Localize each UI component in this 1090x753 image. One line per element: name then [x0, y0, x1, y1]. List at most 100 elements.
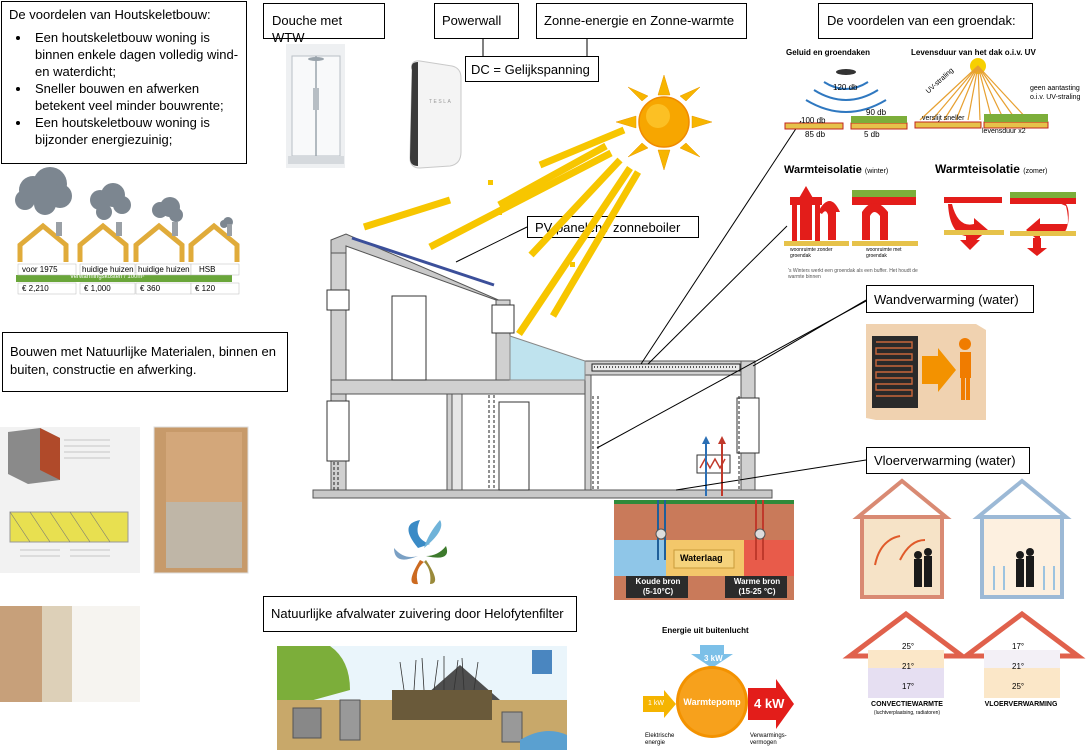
- heat-pump-diagram: [643, 645, 794, 738]
- vloerverwarming-label-text: Vloerverwarming (water): [874, 453, 1016, 468]
- material-photo-texture: [0, 606, 140, 702]
- right-temp-mid: 21°: [1012, 662, 1025, 671]
- warme-bron-label: Warme bron (15-25 °C): [728, 577, 786, 597]
- winter-title: Warmteisolatie (winter): [784, 164, 888, 176]
- right-temp-top: 17°: [1012, 642, 1025, 651]
- house-cost-4: € 120: [195, 284, 216, 293]
- powerwall-label-text: Powerwall: [442, 13, 502, 28]
- zomer-title: Warmteisolatie (zomer): [935, 162, 1047, 176]
- convectie-sub: (luchtverplaatsing, radiatoren): [873, 710, 941, 716]
- db-top: 120 db: [833, 83, 858, 92]
- douche-label-text: Douche met WTW: [272, 13, 343, 45]
- levensduur-title: Levensduur van het dak o.i.v. UV: [911, 48, 1036, 57]
- db-left-bottom: 85 db: [805, 130, 826, 139]
- output-kw-label: 4 kW: [754, 696, 785, 711]
- shower-photo: [286, 44, 345, 168]
- house-cost-3: € 360: [140, 284, 161, 293]
- dc-connector-lines: [482, 39, 588, 56]
- elements-logo-icon: [394, 520, 448, 585]
- db-right-bottom: 5 db: [864, 130, 880, 139]
- pv-panel: [351, 236, 495, 287]
- left-temp-mid: 21°: [902, 662, 915, 671]
- house-label-1: voor 1975: [22, 265, 58, 274]
- elec-energie-label: Elektrische energie: [645, 733, 675, 746]
- db-left-top: 100 db: [801, 116, 826, 125]
- winter-sub: (winter): [864, 168, 889, 175]
- house-cost-2: € 1,000: [84, 284, 111, 293]
- house-cost-1: € 2,210: [22, 284, 49, 293]
- convectie-title: CONVECTIEWARMTE: [871, 701, 943, 708]
- wall-heating-lines: [333, 395, 740, 490]
- elec-kw-label: 1 kW: [648, 700, 664, 707]
- houses-cost-diagram: [15, 167, 240, 295]
- geluid-title: Geluid en groendaken: [786, 48, 871, 57]
- geen-aantasting-label: geen aantasting o.i.v. UV-straling: [1030, 85, 1081, 101]
- helofyten-label: Natuurlijke afvalwater zuivering door He…: [263, 596, 577, 632]
- groendak-label: De voordelen van een groendak:: [818, 3, 1033, 39]
- warmtepomp-center-label: Warmtepomp: [683, 697, 741, 707]
- verwarmingsvermogen-label: Verwarmings-vermogen: [750, 733, 787, 746]
- houtskelet-title: De voordelen van Houtskeletbouw:: [9, 7, 211, 22]
- zonne-label-text: Zonne-energie en Zonne-warmte: [544, 13, 735, 28]
- koude-bron-label: Koude bron (5-10°C): [630, 577, 686, 597]
- koude-bron-temp: (5-10°C): [642, 587, 674, 596]
- vloerverwarming-label: Vloerverwarming (water): [866, 447, 1030, 474]
- dc-label-text: DC = Gelijkspanning: [471, 62, 590, 77]
- dc-label: DC = Gelijkspanning: [465, 56, 599, 82]
- houtskelet-item: Een houtskeletbouw woning is bijzonder e…: [31, 114, 239, 148]
- db-right-top: 90 db: [866, 108, 887, 117]
- green-roof-strip: [591, 363, 741, 372]
- douche-label: Douche met WTW: [263, 3, 385, 45]
- material-photo-insulation: [0, 427, 140, 573]
- met-label: woonruimte met groendak: [866, 247, 902, 259]
- levensduur-x2-label: levensduur x2: [982, 128, 1026, 135]
- helofyten-label-text: Natuurlijke afvalwater zuivering door He…: [271, 606, 564, 621]
- warme-bron-temp: (15-25 °C): [738, 587, 776, 596]
- green-roof-panel: [784, 58, 1076, 256]
- powerwall-label: Powerwall: [434, 3, 519, 39]
- helophyte-filter-diagram: [277, 646, 567, 750]
- wall-heating-photo: [866, 324, 986, 420]
- input-kw-label: 3 kW: [704, 654, 723, 663]
- material-photo-plaster: [153, 426, 249, 574]
- ground-source-diagram: [614, 500, 794, 600]
- winter-title-text: Warmteisolatie: [784, 164, 862, 176]
- zomer-sub: (zomer): [1023, 168, 1048, 175]
- natuurlijke-label-text: Bouwen met Natuurlijke Materialen, binne…: [10, 344, 276, 377]
- left-temp-bottom: 17°: [902, 682, 915, 691]
- wandverwarming-label: Wandverwarming (water): [866, 285, 1034, 313]
- verslijt-label: verslijt sneller: [922, 115, 965, 122]
- pointer-lines: [455, 120, 867, 491]
- house-bar-label: Verwarmingskosten / 100m²: [70, 274, 145, 280]
- warme-bron-text: Warme bron: [733, 577, 781, 586]
- zonder-label: woonruimte zonder groendak: [790, 247, 833, 259]
- houtskelet-list: Een houtskeletbouw woning is binnen enke…: [9, 29, 239, 148]
- sun-icon: [615, 74, 713, 171]
- buffer-label: 's Winters werkt een groendak als een bu…: [788, 268, 918, 280]
- zonne-label: Zonne-energie en Zonne-warmte: [536, 3, 747, 39]
- houtskelet-box: De voordelen van Houtskeletbouw: Een hou…: [1, 1, 247, 164]
- natuurlijke-label: Bouwen met Natuurlijke Materialen, binne…: [2, 332, 288, 392]
- right-temp-bottom: 25°: [1012, 682, 1025, 691]
- house-label-2: huidige huizen: [82, 265, 134, 274]
- powerwall-unit: TESLA: [409, 60, 462, 169]
- left-temp-top: 25°: [902, 642, 915, 651]
- svg-text:TESLA: TESLA: [429, 99, 452, 105]
- groendak-label-text: De voordelen van een groendak:: [827, 13, 1016, 28]
- waterlaag-label: Waterlaag: [680, 553, 723, 563]
- house-label-4: HSB: [199, 265, 216, 274]
- houtskelet-item: Sneller bouwen en afwerken betekent veel…: [31, 80, 239, 114]
- zomer-title-text: Warmteisolatie: [935, 162, 1020, 176]
- sun-rays: [362, 126, 642, 336]
- wandverwarming-label-text: Wandverwarming (water): [874, 292, 1019, 307]
- vloerverwarming-title: VLOERVERWARMING: [984, 701, 1058, 708]
- energie-buitenlucht-title: Energie uit buitenlucht: [662, 626, 749, 635]
- house-label-3: huidige huizen: [138, 265, 190, 274]
- heating-compare-houses: [842, 478, 1086, 698]
- koude-bron-text: Koude bron: [635, 577, 681, 586]
- houtskelet-item: Een houtskeletbouw woning is binnen enke…: [31, 29, 239, 80]
- sun-dots: [488, 180, 575, 267]
- heat-exchanger-icon: [696, 436, 731, 496]
- house-section: [312, 233, 773, 499]
